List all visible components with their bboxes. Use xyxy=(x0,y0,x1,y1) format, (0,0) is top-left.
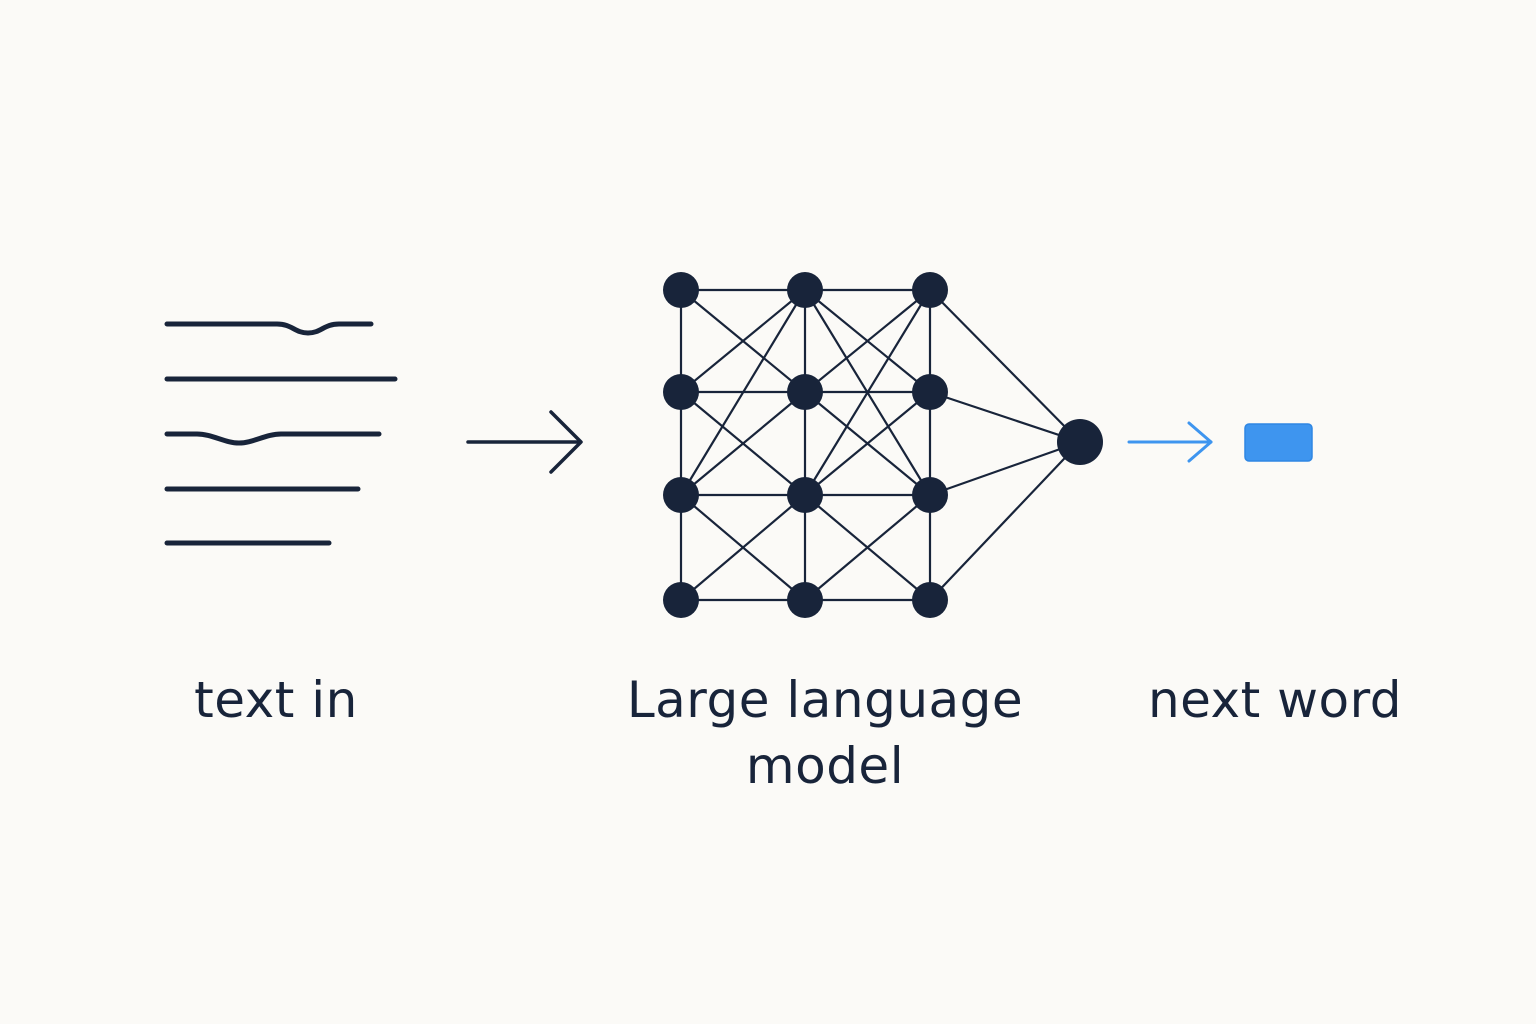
text-line-3 xyxy=(164,431,382,446)
network-node xyxy=(912,477,948,513)
network-edge xyxy=(680,289,806,393)
network-edge xyxy=(680,494,806,601)
network-node xyxy=(663,374,699,410)
arrow-right-icon xyxy=(466,410,583,474)
network-edge xyxy=(929,390,1081,444)
network-node xyxy=(912,374,948,410)
network-edge xyxy=(804,289,931,496)
network-edges xyxy=(679,288,1081,602)
network-node xyxy=(663,477,699,513)
text-line-1 xyxy=(164,321,374,336)
input-label: text in xyxy=(194,671,358,729)
network-nodes xyxy=(663,272,1103,618)
network-edge xyxy=(929,289,1081,443)
network-edge xyxy=(804,391,931,496)
word-token-icon xyxy=(1244,423,1313,462)
network-node xyxy=(912,272,948,308)
network-edge xyxy=(804,289,931,393)
network-edge xyxy=(680,289,806,496)
network-node xyxy=(787,582,823,618)
network-node xyxy=(787,374,823,410)
network-node xyxy=(787,272,823,308)
network-edge xyxy=(929,440,1081,497)
arrow-right-icon xyxy=(1127,421,1213,463)
output-label: next word xyxy=(1147,671,1403,729)
network-edge xyxy=(804,494,931,601)
network-node xyxy=(912,582,948,618)
input-arrow-head xyxy=(549,410,583,474)
network-edge xyxy=(929,441,1081,601)
network-node xyxy=(663,582,699,618)
model-label: Large language model xyxy=(626,671,1024,795)
network-node xyxy=(663,272,699,308)
text-lines-icon xyxy=(164,321,398,546)
neural-network-icon xyxy=(663,272,1103,618)
network-edge xyxy=(680,391,806,496)
network-node xyxy=(787,477,823,513)
output-arrow-head xyxy=(1187,421,1213,463)
network-output-node xyxy=(1057,419,1103,465)
